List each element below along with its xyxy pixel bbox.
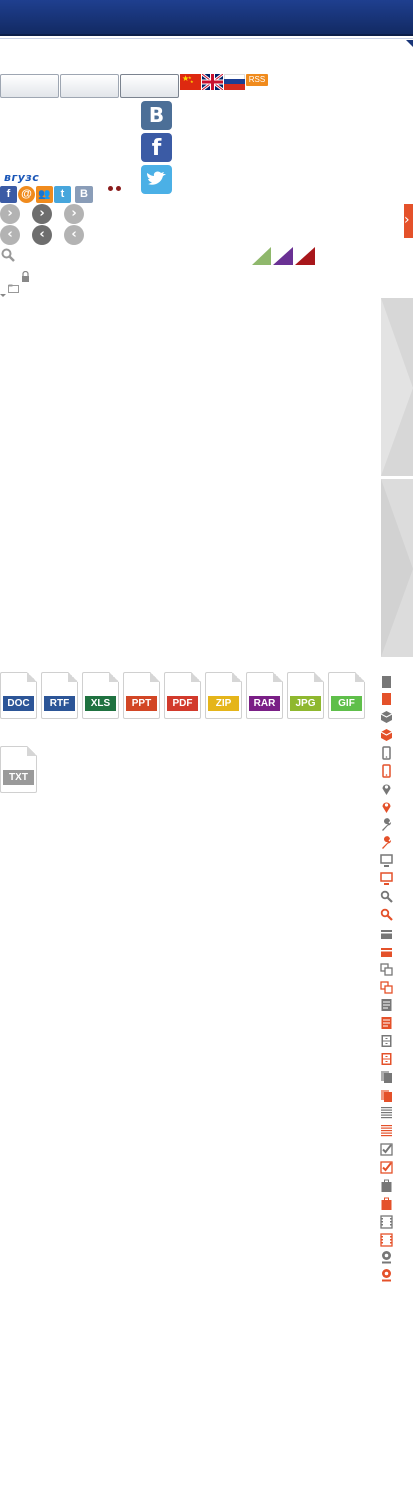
orange-side-tab[interactable]: › <box>404 204 413 238</box>
cube-icon[interactable] <box>380 728 393 742</box>
lock-icon <box>21 270 30 285</box>
cube-icon[interactable] <box>380 710 393 724</box>
people-icon: 👥 <box>38 189 51 200</box>
xls-file-icon: XLS <box>82 672 119 719</box>
wrench-icon[interactable] <box>380 836 393 850</box>
search-icon[interactable] <box>380 908 393 922</box>
ppt-file-icon: PPT <box>123 672 160 719</box>
odnoklassniki-small-button[interactable]: 👥 <box>36 186 53 203</box>
search-icon[interactable] <box>380 890 393 904</box>
chevron-right-icon: › <box>404 212 410 228</box>
menu-button-1[interactable] <box>0 74 59 98</box>
prev-arrow-button[interactable]: ‹ <box>32 225 52 245</box>
dropdown-caret-icon <box>0 294 6 297</box>
rtf-file-icon: RTF <box>41 672 78 719</box>
txt-file-icon: TXT <box>0 746 37 793</box>
clipboard-icon[interactable] <box>380 1197 393 1211</box>
slider-prev-arrow[interactable] <box>381 479 413 657</box>
rar-file-icon: RAR <box>246 672 283 719</box>
text-icon[interactable] <box>380 998 393 1012</box>
card-icon[interactable] <box>380 927 393 941</box>
folder-icon <box>8 284 19 296</box>
list-icon[interactable] <box>380 1124 393 1138</box>
monitor-icon[interactable] <box>380 854 393 868</box>
cabinet-icon[interactable] <box>380 1034 393 1048</box>
brand-logo-text: вгузс <box>4 171 40 184</box>
next-arrow-button[interactable]: › <box>0 204 20 224</box>
next-arrow-button[interactable]: › <box>32 204 52 224</box>
file-type-label: ZIP <box>208 696 239 711</box>
vk-small-button[interactable]: В <box>75 186 93 203</box>
twitter-button[interactable] <box>141 165 172 194</box>
pager-dot[interactable] <box>116 186 121 191</box>
film-icon[interactable] <box>380 1233 393 1247</box>
document-icon[interactable] <box>380 675 393 689</box>
facebook-small-button[interactable]: f <box>0 186 17 203</box>
file-type-label: TXT <box>3 770 34 785</box>
film-icon[interactable] <box>380 1215 393 1229</box>
next-arrow-button[interactable]: › <box>64 204 84 224</box>
flag-uk-icon[interactable] <box>202 74 223 90</box>
copy-icon[interactable] <box>380 963 393 977</box>
copy-icon[interactable] <box>380 981 393 995</box>
pages-icon[interactable] <box>380 1070 393 1084</box>
phone-icon[interactable] <box>380 764 393 778</box>
checkbox-icon[interactable] <box>380 1161 393 1175</box>
corner-arrow-icon <box>406 40 413 47</box>
top-bar <box>0 0 413 36</box>
jpg-file-icon: JPG <box>287 672 324 719</box>
flag-china-icon[interactable]: ★ ★ ★ <box>180 74 201 90</box>
flag-russia-icon[interactable] <box>224 74 245 90</box>
search-icon[interactable] <box>1 248 15 265</box>
file-type-label: JPG <box>290 696 321 711</box>
red-corner-icon <box>295 247 315 265</box>
gif-file-icon: GIF <box>328 672 365 719</box>
pager-dot[interactable] <box>108 186 113 191</box>
rss-badge[interactable]: RSS <box>246 74 268 86</box>
file-type-label: XLS <box>85 696 116 711</box>
doc-file-icon: DOC <box>0 672 37 719</box>
menu-button-3[interactable] <box>120 74 179 98</box>
pages-icon[interactable] <box>380 1089 393 1103</box>
file-type-label: RTF <box>44 696 75 711</box>
clipboard-icon[interactable] <box>380 1179 393 1193</box>
file-type-label: GIF <box>331 696 362 711</box>
file-type-label: PDF <box>167 696 198 711</box>
zip-file-icon: ZIP <box>205 672 242 719</box>
menu-button-2[interactable] <box>60 74 119 98</box>
pin-icon[interactable] <box>380 800 393 814</box>
webcam-icon[interactable] <box>380 1250 393 1264</box>
prev-arrow-button[interactable]: ‹ <box>0 225 20 245</box>
mail-small-button[interactable]: @ <box>18 186 35 203</box>
phone-icon[interactable] <box>380 746 393 760</box>
vk-button[interactable]: B <box>141 101 172 130</box>
twitter-bird-icon <box>147 171 166 185</box>
list-icon[interactable] <box>380 1106 393 1120</box>
green-corner-icon <box>252 247 271 265</box>
card-icon[interactable] <box>380 945 393 959</box>
document-icon[interactable] <box>380 692 393 706</box>
pdf-file-icon: PDF <box>164 672 201 719</box>
cabinet-icon[interactable] <box>380 1052 393 1066</box>
webcam-icon[interactable] <box>380 1268 393 1282</box>
text-icon[interactable] <box>380 1016 393 1030</box>
pin-icon[interactable] <box>380 782 393 796</box>
wrench-icon[interactable] <box>380 818 393 832</box>
twitter-small-button[interactable]: t <box>54 186 71 203</box>
checkbox-icon[interactable] <box>380 1143 393 1157</box>
facebook-button[interactable]: f <box>141 133 172 162</box>
purple-corner-icon <box>273 247 293 265</box>
monitor-icon[interactable] <box>380 872 393 886</box>
file-type-label: RAR <box>249 696 280 711</box>
top-bar-divider <box>0 38 413 39</box>
file-type-label: DOC <box>3 696 34 711</box>
file-type-label: PPT <box>126 696 157 711</box>
slider-next-arrow[interactable] <box>381 298 413 476</box>
prev-arrow-button[interactable]: ‹ <box>64 225 84 245</box>
